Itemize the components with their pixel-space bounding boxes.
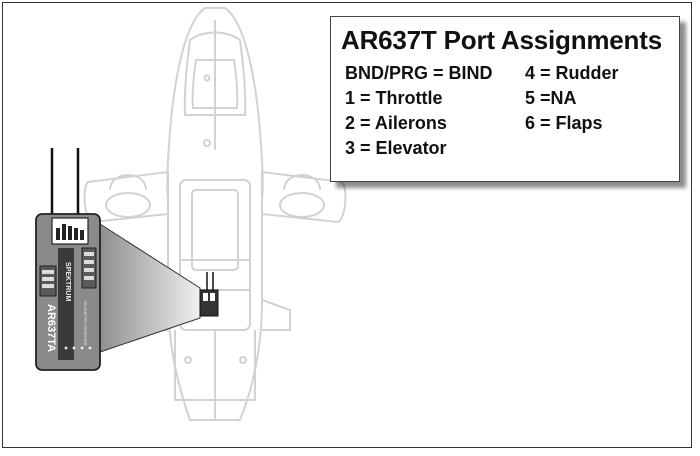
receiver-model-label: AR637TA	[45, 304, 57, 352]
assignments-left-column: BND/PRG = BIND 1 = Throttle 2 = Ailerons…	[345, 63, 493, 163]
assignment-elevator: 3 = Elevator	[345, 138, 447, 158]
assignment-ailerons: 2 = Ailerons	[345, 113, 447, 133]
assignment-na: 5 =NA	[525, 88, 577, 108]
port-assignments-callout: AR637T Port Assignments BND/PRG = BIND 1…	[330, 16, 680, 182]
receiver-subtitle-label: TELEMETRY RECEIVER	[83, 300, 88, 346]
assignment-throttle: 1 = Throttle	[345, 88, 443, 108]
callout-title: AR637T Port Assignments	[341, 25, 662, 55]
zoom-wedge	[99, 223, 201, 353]
aircraft-outline	[83, 7, 347, 421]
assignment-rudder: 4 = Rudder	[525, 63, 619, 83]
receiver-brand-label: SPEKTRUM	[64, 262, 71, 301]
receiver-closeup	[35, 148, 101, 371]
installed-receiver	[199, 272, 219, 317]
assignments-right-column: 4 = Rudder 5 =NA 6 = Flaps	[525, 63, 619, 138]
assignment-bind: BND/PRG = BIND	[345, 63, 493, 83]
assignment-flaps: 6 = Flaps	[525, 113, 603, 133]
